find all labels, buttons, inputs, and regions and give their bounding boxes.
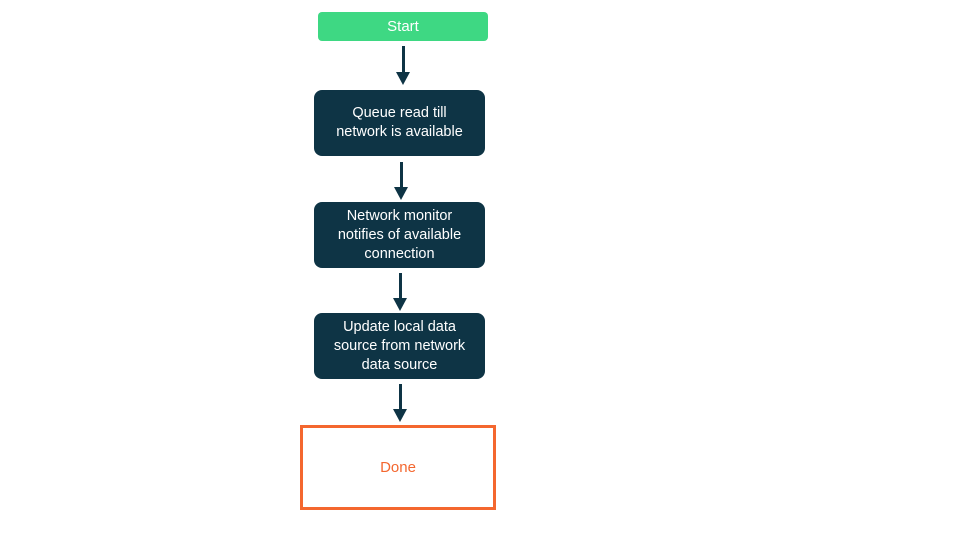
flowchart-node-queue-read: Queue read till network is available (314, 90, 485, 156)
arrow-stem (399, 162, 403, 187)
flowchart-node-start: Start (318, 12, 488, 41)
arrow-head (393, 409, 407, 422)
flowchart-node-update-local: Update local data source from network da… (314, 313, 485, 379)
down-arrow-icon (393, 273, 407, 311)
arrow-stem (398, 384, 402, 409)
flowchart-node-done: Done (300, 425, 496, 510)
arrow-stem (401, 46, 405, 72)
arrow-stem (398, 273, 402, 298)
down-arrow-icon (396, 46, 410, 85)
arrow-head (396, 72, 410, 85)
down-arrow-icon (393, 384, 407, 422)
flowchart-node-network-monitor: Network monitor notifies of available co… (314, 202, 485, 268)
down-arrow-icon (394, 162, 408, 200)
arrow-head (393, 298, 407, 311)
arrow-head (394, 187, 408, 200)
